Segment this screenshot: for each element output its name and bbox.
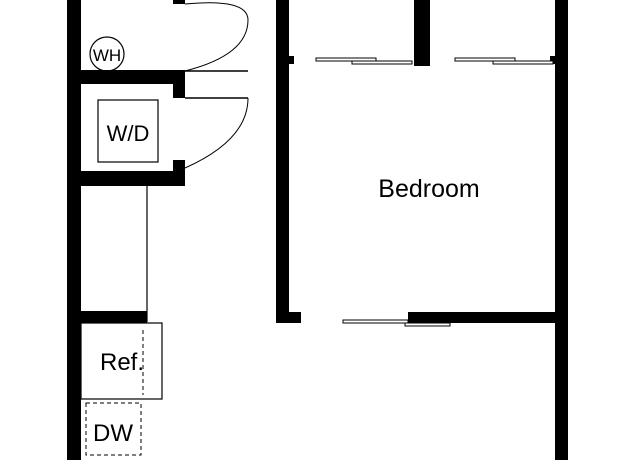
bedroom-label: Bedroom [378,175,479,203]
bedroom-sliding-door-a [342,319,409,324]
water-heater-symbol [89,36,125,72]
left-exterior-wall [67,0,81,460]
bedroom-bottom-wall [408,312,568,323]
closet-divider-wall [414,0,430,66]
closet-sliding-door-left-a [315,57,377,62]
wh-closet-top-stub [173,0,185,4]
washer-dryer-symbol [97,99,159,163]
wd-closet-bottom-wall [67,171,185,186]
pantry-bottom-wall [67,311,147,323]
wh-closet-bottom-wall [67,70,185,84]
closet-wall-stub-right [550,56,555,64]
closet-wall-stub-left [289,56,294,64]
dishwasher-label: DW [93,420,133,447]
bedroom-left-wall [276,0,289,323]
wd-closet-door-swing [184,97,249,169]
bedroom-left-wall-foot [276,312,301,323]
refrigerator-symbol [80,322,163,400]
wh-closet-door-swing [184,2,249,72]
bedroom-sliding-door-b [404,322,451,327]
closet-sliding-door-right-b [492,60,554,65]
wd-closet-wall-stub [173,160,185,186]
water-heater-label: WH [93,46,121,65]
wh-closet-wall-stub [173,70,185,98]
refrigerator-label: Ref. [100,349,144,376]
dishwasher-symbol [85,402,142,456]
washer-dryer-label: W/D [107,121,150,146]
bedroom-right-wall [555,0,568,460]
closet-sliding-door-left-b [351,60,413,65]
closet-sliding-door-right-a [454,57,516,62]
